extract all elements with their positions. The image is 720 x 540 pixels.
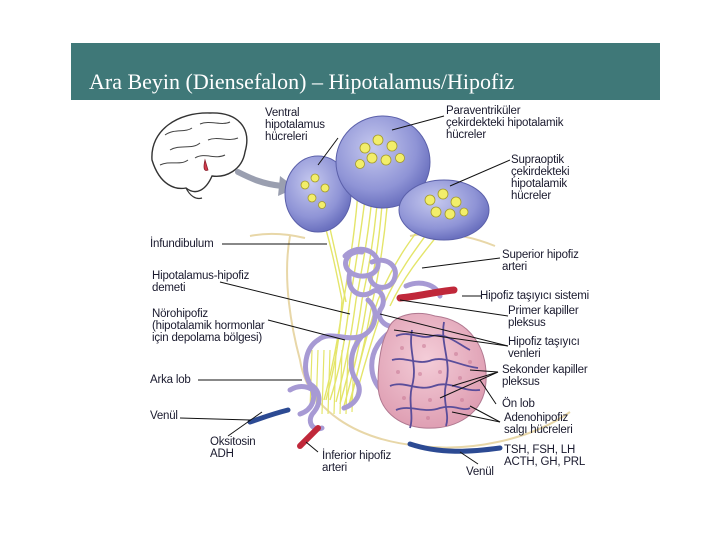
label-oxytocin-adh: Oksitosin ADH: [210, 436, 256, 460]
label-posterior-lobe: Arka lob: [150, 374, 191, 386]
label-neurohypophysis: Nörohipofiz (hipotalamik hormonlar için …: [152, 308, 265, 344]
venule-left: [247, 407, 291, 425]
label-infundibulum: İnfundibulum: [150, 238, 214, 250]
secondary-plexus: [389, 321, 481, 429]
label-venule-bottom: Venül: [466, 466, 494, 478]
anterior-lobe: [377, 313, 487, 429]
label-ventral-cells: Ventral hipotalamus hücreleri: [265, 107, 325, 143]
label-supraoptic: Supraoptik çekirdekteki hipotalamik hücr…: [511, 154, 570, 202]
label-superior-artery: Superior hipofiz arteri: [502, 249, 579, 273]
superior-hypophyseal-artery: [396, 286, 458, 302]
pointer-arrow: [235, 169, 285, 189]
label-inferior-artery: İnferior hipofiz arteri: [322, 450, 392, 474]
label-adenohypophysis: Adenohipofiz salgı hücreleri: [504, 412, 573, 436]
label-secondary-plexus: Sekonder kapiller pleksus: [502, 364, 588, 388]
label-primary-plexus: Primer kapiller pleksus: [508, 305, 579, 329]
label-anterior-hormones: TSH, FSH, LH ACTH, GH, PRL: [504, 444, 586, 468]
leader-lines: [179, 115, 511, 465]
label-hypothalamo-tract: Hipotalamus-hipofiz demeti: [152, 270, 250, 294]
supraoptic-nucleus: [398, 179, 490, 241]
page-title: Ara Beyin (Diensefalon) – Hipotalamus/Hi…: [89, 69, 515, 94]
title-bar: Ara Beyin (Diensefalon) – Hipotalamus/Hi…: [71, 43, 660, 100]
inferior-hypophyseal-artery: [297, 425, 321, 449]
label-anterior-lobe: Ön lob: [502, 398, 535, 410]
brain-icon: [151, 112, 248, 200]
label-portal-veins: Hipofiz taşıyıcı venleri: [508, 336, 580, 360]
label-paraventricular: Paraventriküler çekirdekteki hipotalamik…: [446, 105, 564, 141]
label-portal-system: Hipofiz taşıyıcı sistemi: [480, 290, 589, 302]
venule-bottom: [407, 441, 503, 454]
label-venule-left: Venül: [150, 410, 178, 422]
